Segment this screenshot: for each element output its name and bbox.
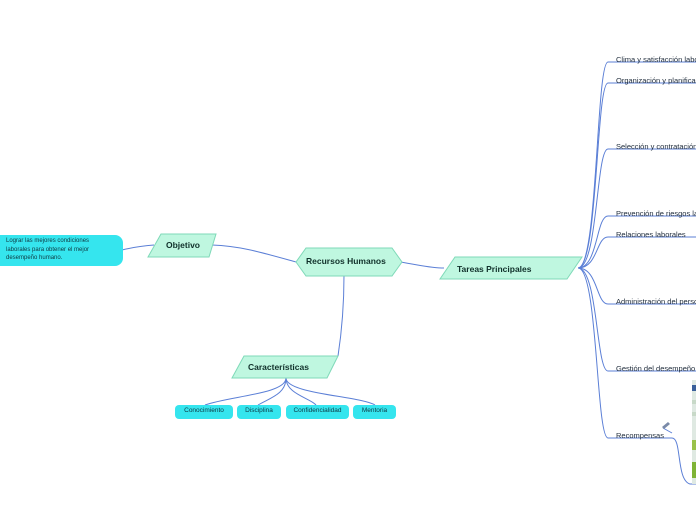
chip-label-conocimiento: Conocimiento [184, 407, 224, 414]
connector-tareas-6 [577, 267, 696, 305]
chip-shape-4[interactable] [353, 405, 396, 419]
connector-lines [121, 61, 696, 485]
connector-tareas-5 [577, 236, 696, 269]
connector-car-chip-3 [285, 377, 317, 406]
recompensas-image [692, 380, 696, 484]
tarea-label-5[interactable]: Relaciones laborales [616, 230, 686, 239]
connector-center-objetivo [211, 244, 297, 263]
connector-objetivo-note [121, 244, 155, 251]
objetivo-node-label: Objetivo [166, 240, 201, 250]
center-node-label: Recursos Humanos [306, 256, 386, 266]
connector-car-chip-1 [204, 377, 287, 406]
objetivo-note-shape[interactable] [0, 235, 123, 266]
tarea-label-7[interactable]: Gestión del desempeño [616, 364, 696, 373]
tarea-label-1[interactable]: Clima y satisfacción laboral [616, 55, 696, 64]
connector-tareas-7 [577, 267, 696, 372]
pencil-icon [662, 422, 670, 429]
tarea-label-2[interactable]: Organización y planificación [616, 76, 696, 85]
objetivo-node-shape[interactable] [147, 233, 217, 258]
chip-label-confidencialidad: Confidencialidad [293, 407, 342, 414]
connector-car-chip-2 [257, 377, 287, 406]
connector-tareas-3 [577, 148, 696, 269]
chip-shape-1[interactable] [175, 405, 233, 419]
tarea-label-4[interactable]: Prevención de riesgos laborales [616, 209, 696, 218]
tareas-node-shape[interactable] [439, 256, 583, 280]
connector-tareas-4 [577, 215, 696, 269]
objetivo-note-text: Lograr las mejores condiciones laborales… [6, 238, 90, 261]
tarea-label-6[interactable]: Administración del personal [616, 297, 696, 306]
chip-label-mentoria: Mentoria [361, 407, 388, 414]
tarea-label-3[interactable]: Selección y contratación [616, 142, 696, 151]
center-node-shape[interactable] [295, 247, 403, 277]
connector-recompensas-marker [662, 427, 673, 434]
caracteristicas-node-label: Características [248, 362, 309, 372]
connector-recompensas-child [671, 437, 696, 485]
chip-shape-2[interactable] [237, 405, 281, 419]
tarea-label-8[interactable]: Recompensas [616, 431, 664, 440]
tareas-node-label: Tareas Principales [457, 264, 532, 274]
connector-car-chip-4 [285, 377, 376, 406]
connector-tareas-8 [577, 267, 672, 439]
chip-shape-3[interactable] [286, 405, 349, 419]
connector-center-tareas [399, 261, 445, 269]
connector-center-caracteristicas [337, 274, 345, 357]
connector-tareas-2 [577, 82, 696, 269]
chip-label-disciplina: Disciplina [245, 407, 273, 414]
caracteristicas-node-shape[interactable] [231, 355, 339, 379]
